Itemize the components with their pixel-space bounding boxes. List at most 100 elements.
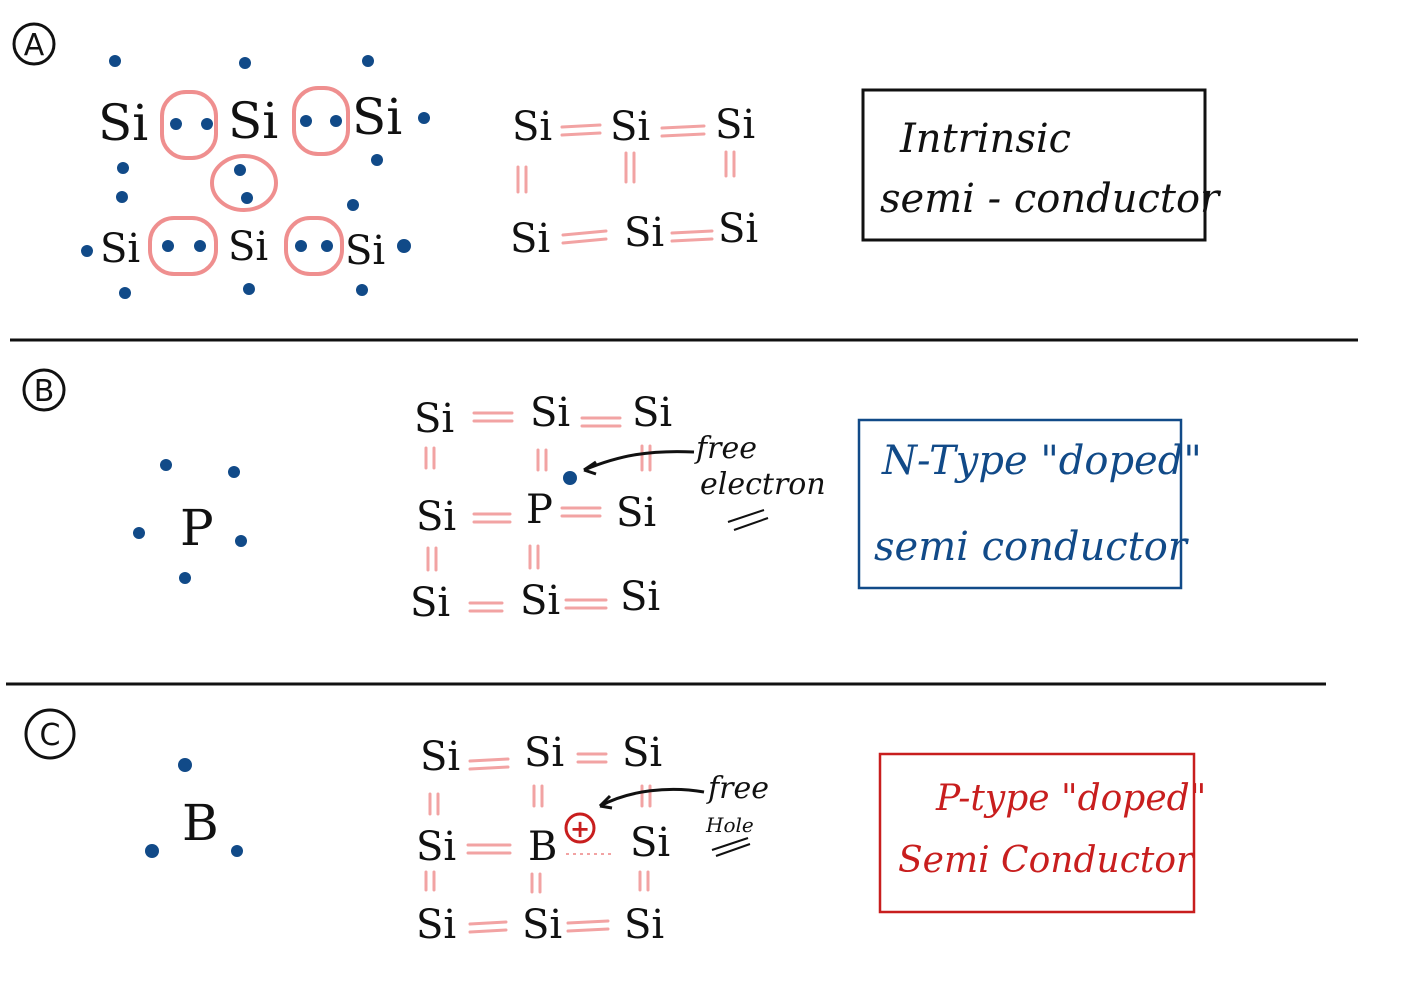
- electron-dot: [116, 191, 128, 203]
- bond-line: [724, 150, 736, 178]
- lattice-atom: Si: [100, 226, 140, 272]
- intrinsic-label-box: [861, 88, 1207, 242]
- section-c-marker: C: [40, 718, 61, 753]
- underline-mark: [711, 837, 751, 857]
- electron-dot: [371, 154, 383, 166]
- free-hole-label-line1: free: [706, 771, 769, 806]
- intrinsic-label-line1: Intrinsic: [899, 116, 1071, 162]
- bond-line: [638, 870, 650, 892]
- hole-marker: +: [564, 812, 596, 844]
- section-c-marker-circle: [24, 708, 76, 760]
- bond-line: [564, 598, 608, 610]
- electron-dot: [321, 240, 333, 252]
- free-electron-label-line2: electron: [700, 467, 826, 502]
- grid-atom: Si: [610, 104, 650, 150]
- grid-atom: Si: [718, 206, 758, 252]
- shared-pair-ring: [292, 86, 350, 156]
- electron-dot: [397, 239, 411, 253]
- bond-line: [466, 843, 512, 855]
- lattice-atom: Si: [228, 92, 278, 150]
- electron-dot: [201, 118, 213, 130]
- arrow-head-icon: [598, 794, 613, 810]
- electron-dot: [356, 284, 368, 296]
- grid-atom: P: [526, 487, 553, 533]
- electron-dot: [119, 287, 131, 299]
- free-electron-dot: [563, 471, 577, 485]
- bond-line: [468, 757, 510, 771]
- free-hole-label-line2: Hole: [705, 813, 754, 837]
- electron-dot: [178, 758, 192, 772]
- grid-atom: Si: [632, 390, 672, 436]
- electron-dot: [160, 459, 172, 471]
- grid-atom: Si: [622, 730, 662, 776]
- electron-dot: [117, 162, 129, 174]
- grid-atom: Si: [420, 734, 460, 780]
- section-c: C B Si Si Si Si B Si Si Si Si: [24, 708, 1206, 948]
- electron-dot: [362, 55, 374, 67]
- electron-dot: [109, 55, 121, 67]
- lattice-atom: Si: [98, 94, 148, 152]
- free-electron-label-line1: free: [694, 431, 757, 466]
- grid-atom: Si: [510, 216, 550, 262]
- lattice-atom: Si: [352, 88, 402, 146]
- bond-line: [560, 123, 602, 137]
- bond-line: [528, 544, 540, 570]
- grid-atom: Si: [410, 580, 450, 626]
- bond-line: [660, 124, 706, 138]
- bond-line: [670, 229, 714, 243]
- bond-line: [640, 444, 652, 472]
- grid-atom: Si: [715, 102, 755, 148]
- lattice-atom: Si: [345, 228, 385, 274]
- grid-atom: Si: [416, 824, 456, 870]
- bond-line: [424, 446, 436, 470]
- shared-pair-ring: [160, 90, 218, 160]
- intrinsic-label-line2: semi - conductor: [880, 176, 1222, 222]
- electron-dot: [145, 844, 159, 858]
- si-bond-grid-a: Si Si Si Si Si Si: [510, 102, 758, 262]
- bond-line: [580, 416, 622, 428]
- dopant-atom: P: [180, 499, 214, 557]
- p-type-label-box: [878, 752, 1196, 914]
- bond-line: [472, 411, 514, 423]
- hole-plus-sign: +: [570, 815, 590, 843]
- bond-line: [468, 920, 508, 934]
- grid-atom: Si: [624, 902, 664, 948]
- dopant-atom: B: [182, 794, 219, 852]
- electron-dot: [295, 240, 307, 252]
- bond-line: [426, 546, 438, 572]
- shared-pair-ring: [210, 154, 278, 212]
- grid-atom: Si: [616, 490, 656, 536]
- shared-pair-ring: [284, 216, 344, 276]
- p-type-label-line1: P-type "doped": [935, 778, 1206, 819]
- electron-dot: [170, 118, 182, 130]
- bond-line: [428, 792, 440, 816]
- shared-pair-ring: [148, 216, 218, 276]
- grid-atom: Si: [530, 390, 570, 436]
- electron-dot: [231, 845, 243, 857]
- bond-line: [560, 506, 602, 518]
- section-b: B P Si Si Si Si P Si Si Si Si: [22, 368, 1202, 626]
- electron-dot: [239, 57, 251, 69]
- annotation-arrow: [583, 450, 695, 472]
- grid-atom: Si: [620, 574, 660, 620]
- n-type-label-box: [857, 418, 1183, 590]
- bond-line: [424, 870, 436, 892]
- bond-line: [468, 601, 504, 613]
- grid-atom: Si: [416, 902, 456, 948]
- arrow-head-icon: [583, 460, 597, 476]
- lattice-atom: Si: [228, 224, 268, 270]
- valence-electrons: [81, 55, 430, 299]
- si-lattice-lewis: Si Si Si Si Si Si: [81, 55, 430, 299]
- bond-line: [561, 229, 608, 245]
- electron-dot: [330, 115, 342, 127]
- electron-dot: [81, 245, 93, 257]
- p-doped-bond-grid: Si Si Si Si B Si Si Si Si +: [416, 730, 705, 948]
- bond-line: [566, 919, 610, 933]
- grid-atom: Si: [630, 820, 670, 866]
- bond-line: [532, 784, 544, 808]
- p-type-label-line2: Semi Conductor: [898, 840, 1195, 881]
- electron-dot: [179, 572, 191, 584]
- electron-dot: [228, 466, 240, 478]
- section-b-marker: B: [34, 374, 55, 409]
